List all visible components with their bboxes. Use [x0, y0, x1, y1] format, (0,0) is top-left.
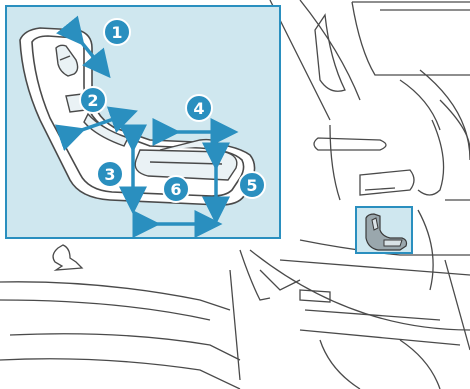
door-lock-knob-icon	[53, 245, 82, 270]
seat-control-inset: 1 2 3 4 5 6	[6, 6, 280, 238]
callout-2-label: 2	[87, 91, 98, 110]
callout-4: 4	[186, 95, 212, 121]
callout-6: 6	[163, 176, 189, 202]
callout-2: 2	[80, 87, 106, 113]
callout-1: 1	[104, 19, 130, 45]
callout-6-label: 6	[170, 180, 181, 199]
callout-3-label: 3	[104, 165, 115, 184]
callout-4-label: 4	[193, 99, 204, 118]
seat-adjustment-switch-icon	[356, 207, 412, 253]
callout-1-label: 1	[111, 23, 122, 42]
callout-5: 5	[239, 172, 265, 198]
callout-3: 3	[97, 161, 123, 187]
callout-5-label: 5	[246, 176, 257, 195]
